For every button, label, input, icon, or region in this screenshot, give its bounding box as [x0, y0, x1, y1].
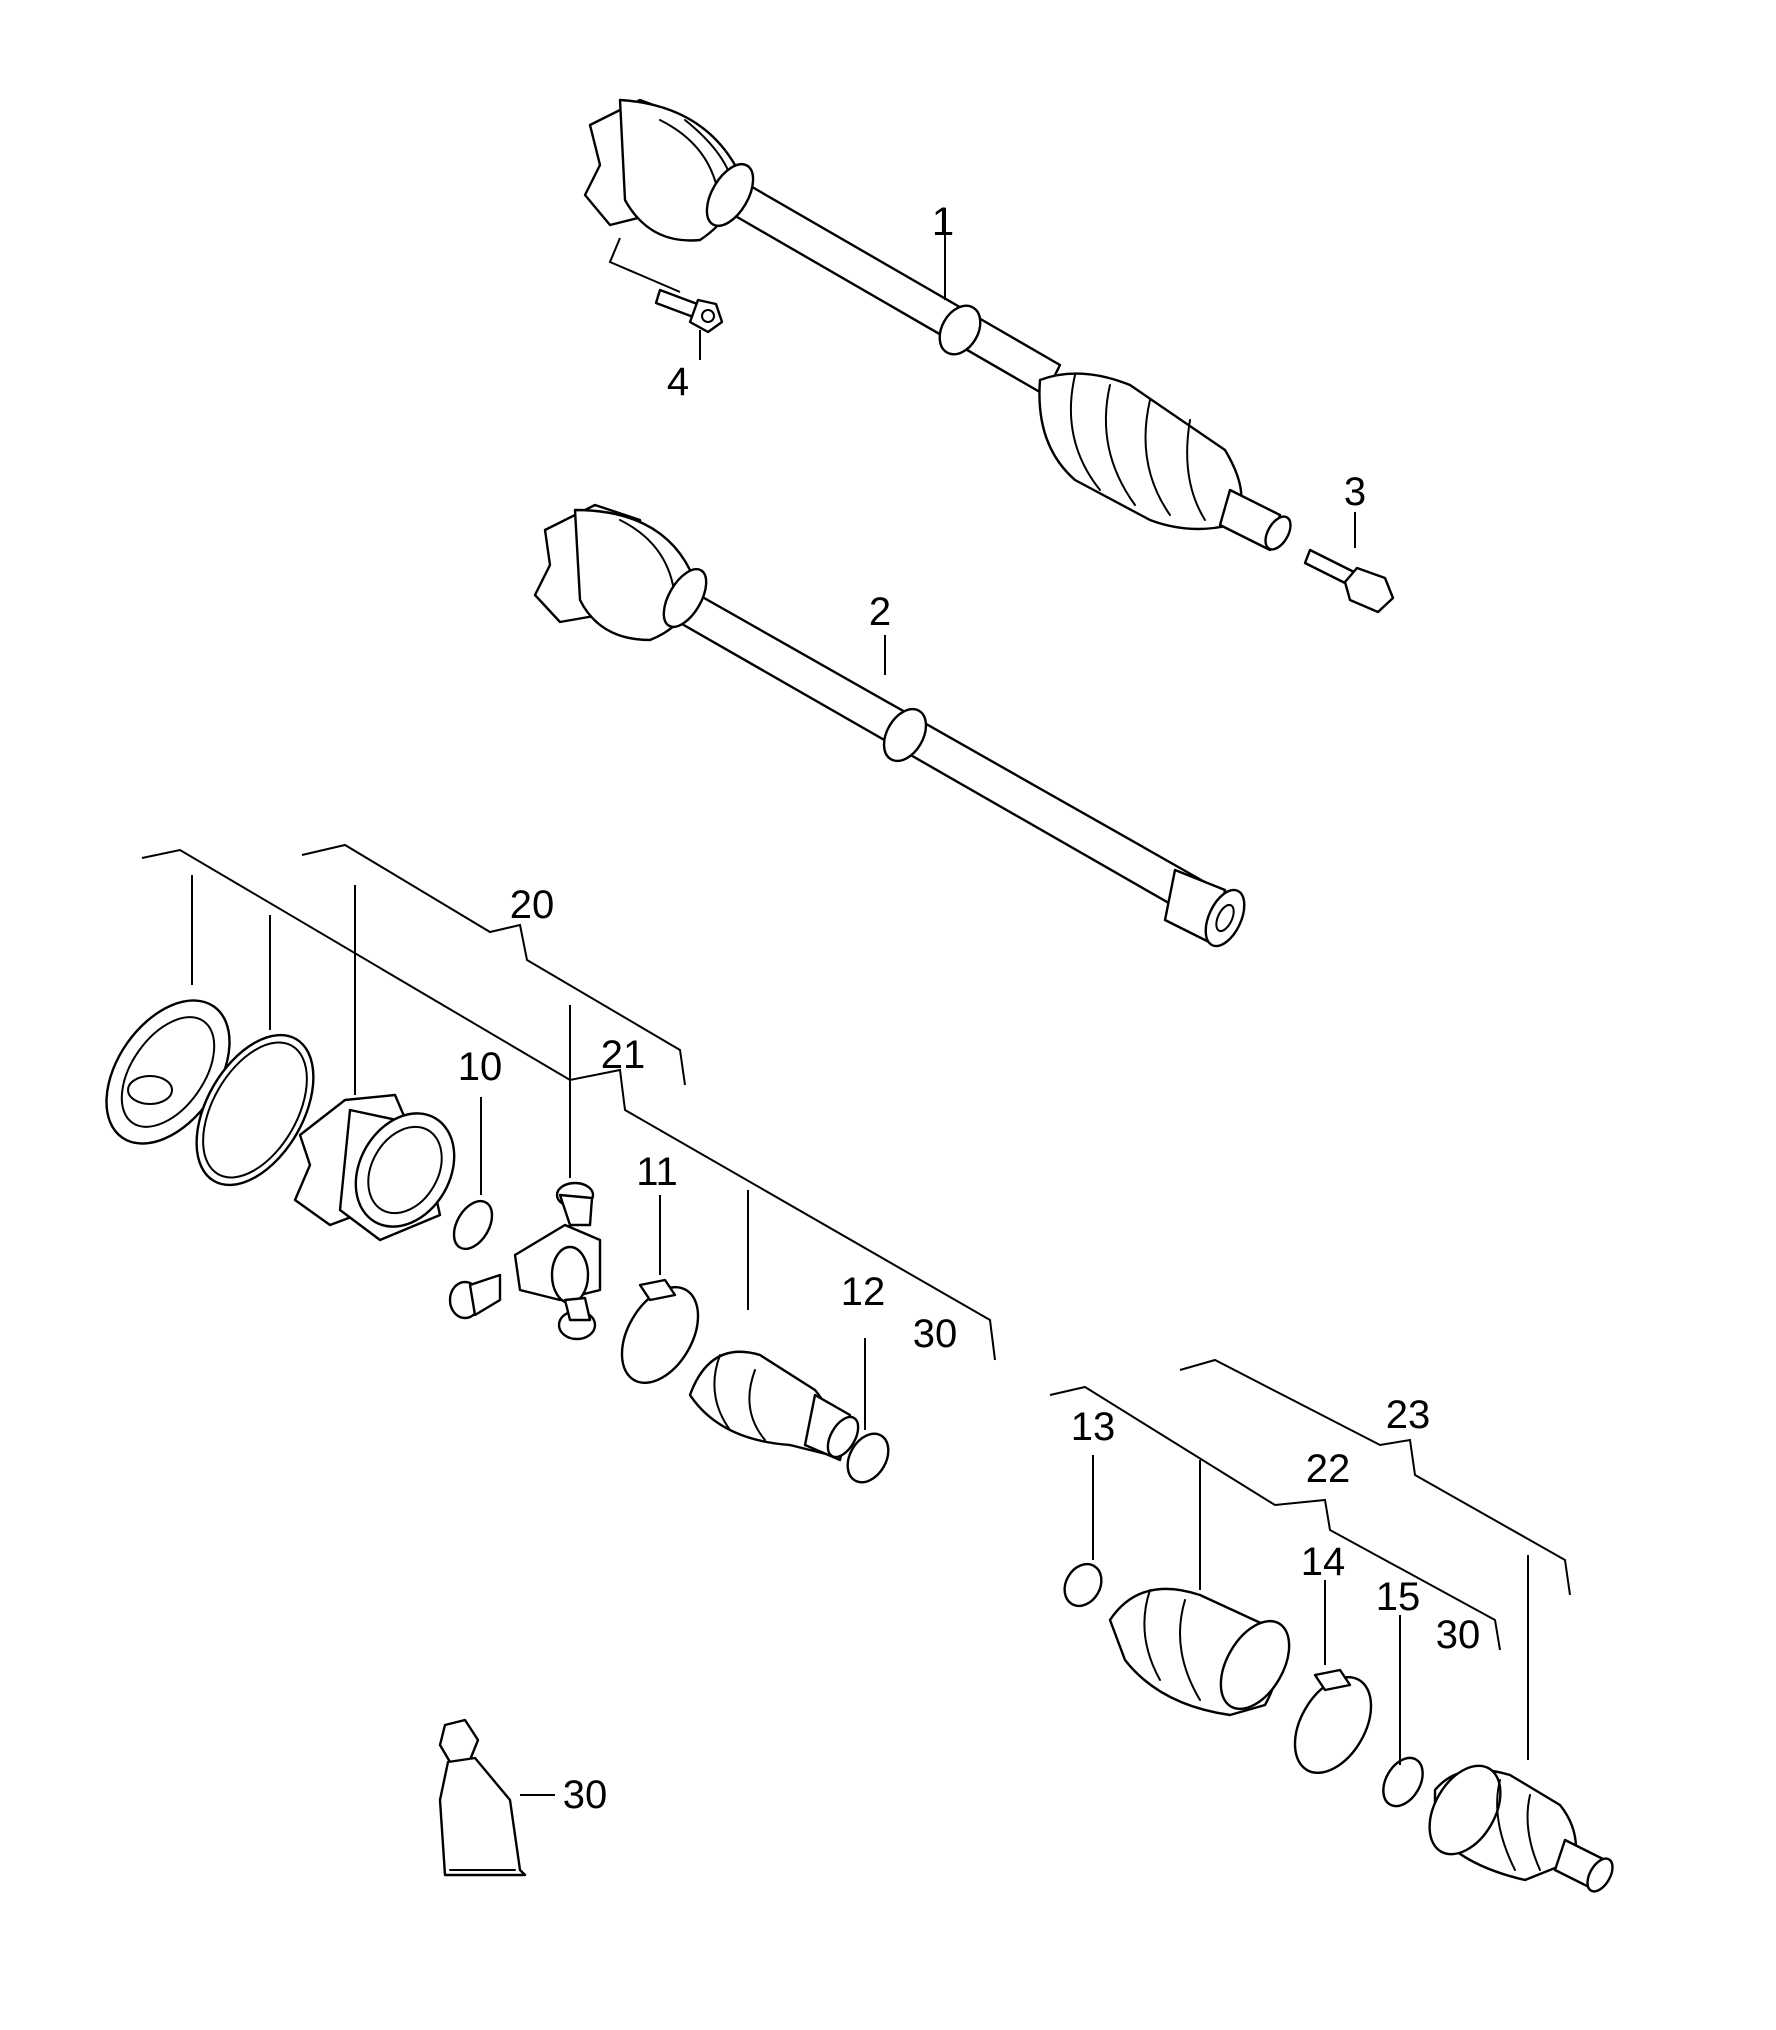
label-20: 20	[510, 883, 555, 927]
label-30-c: 30	[563, 1773, 608, 1817]
label-2: 2	[869, 590, 891, 634]
drive-shaft-2[interactable]	[533, 503, 1252, 952]
label-1: 1	[932, 200, 954, 244]
boot-outer[interactable]	[1108, 1587, 1303, 1721]
label-21: 21	[601, 1033, 646, 1077]
label-3: 3	[1344, 470, 1366, 514]
part-labels: 1 4 3 2 20 21 10 11 12 30 13 23 22 14 15…	[458, 200, 1481, 1817]
inner-cv-joint-flange	[583, 98, 755, 242]
label-30-b: 30	[1436, 1613, 1481, 1657]
label-10: 10	[458, 1045, 503, 1089]
label-12: 12	[841, 1270, 886, 1314]
label-13: 13	[1071, 1405, 1116, 1449]
label-15: 15	[1376, 1575, 1421, 1619]
leader-lines	[141, 208, 1571, 1796]
circlip-15[interactable]	[1375, 1751, 1430, 1813]
label-11: 11	[636, 1150, 678, 1194]
o-ring[interactable]	[172, 1015, 337, 1205]
boot-inner[interactable]	[688, 1350, 864, 1462]
drive-shaft-1[interactable]	[583, 98, 1296, 554]
outer-cv-joint[interactable]	[1415, 1753, 1618, 1895]
tripod-star[interactable]	[448, 1181, 602, 1341]
label-22: 22	[1306, 1447, 1351, 1491]
clamp-14[interactable]	[1279, 1664, 1386, 1786]
joint-housing[interactable]	[293, 1093, 474, 1244]
label-30-a: 30	[913, 1312, 958, 1356]
bolt-3[interactable]	[1303, 548, 1395, 614]
grease-tube[interactable]	[438, 1718, 527, 1877]
clamp-11[interactable]	[606, 1274, 713, 1396]
label-14: 14	[1301, 1540, 1346, 1584]
label-23: 23	[1386, 1393, 1431, 1437]
label-4: 4	[667, 360, 689, 404]
bolt-4[interactable]	[654, 288, 724, 334]
outer-cv-boot	[1038, 372, 1292, 552]
circlip-10[interactable]	[446, 1194, 500, 1255]
clamp-13[interactable]	[1057, 1557, 1108, 1612]
clamp-12[interactable]	[839, 1426, 896, 1489]
